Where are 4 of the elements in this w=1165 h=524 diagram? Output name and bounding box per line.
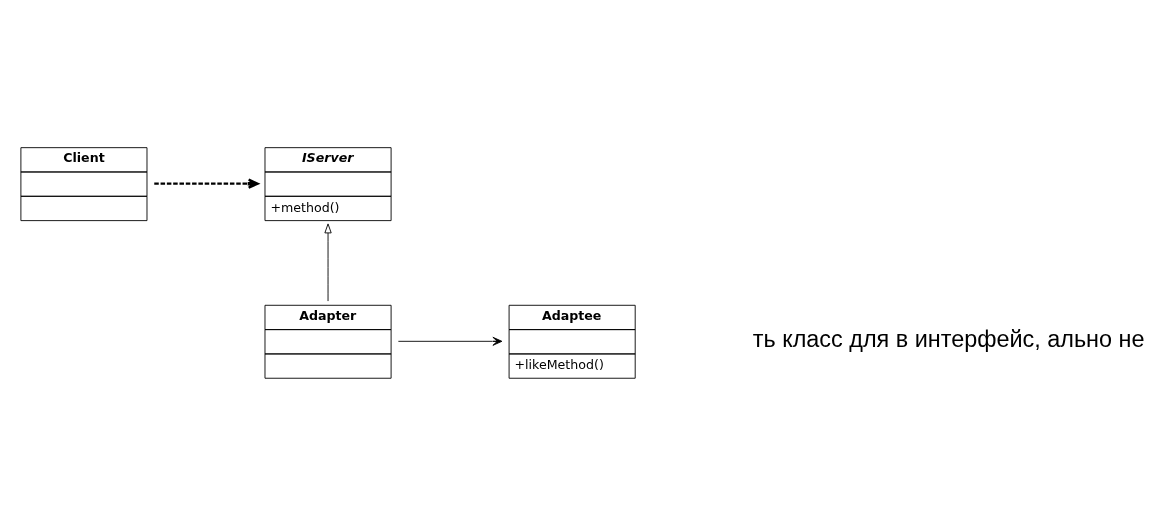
arrow (154, 178, 259, 189)
arrow (397, 336, 503, 346)
label: ть класс для в интерфейс, ально не (752, 325, 1145, 352)
arrow (324, 222, 332, 302)
